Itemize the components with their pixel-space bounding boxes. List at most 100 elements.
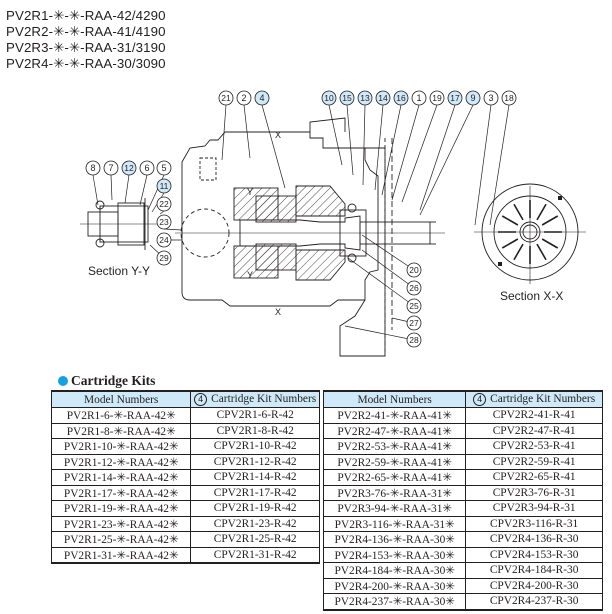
kit-number-cell: CPV2R1-17-R-42 <box>190 484 320 501</box>
kit-number-cell: CPV2R1-14-R-42 <box>190 469 320 486</box>
leader-line <box>243 104 251 159</box>
callout-23: 23 <box>156 214 183 231</box>
kit-number-cell: CPV2R1-31-R-42 <box>190 546 320 564</box>
cut-y-bottom: Y <box>247 270 253 280</box>
callout-17: 17 <box>419 90 463 211</box>
callout-circle <box>103 160 119 176</box>
leader-line <box>362 104 366 186</box>
callout-number: 24 <box>159 235 169 245</box>
callout-circle <box>236 90 252 106</box>
callout-number: 12 <box>124 163 134 173</box>
kit-number-cell: CPV2R4-200-R-30 <box>465 577 603 594</box>
callout-number: 29 <box>159 253 169 263</box>
table-row: PV2R1-10-✳-RAA-42✳CPV2R1-10-R-42 <box>50 438 320 455</box>
callout-16: 16 <box>381 90 409 196</box>
callout-number: 21 <box>221 93 231 103</box>
callout-9: 9 <box>419 90 481 216</box>
model-line: PV2R4-✳-✳-RAA-30/3090 <box>6 56 166 71</box>
callout-circle <box>393 90 409 106</box>
callout-number: 6 <box>144 163 149 173</box>
callout-circle <box>218 90 234 106</box>
callout-15: 15 <box>339 90 355 176</box>
kit-number-cell: CPV2R1-12-R-42 <box>190 453 320 470</box>
callout-12: 12 <box>121 160 137 204</box>
callout-19: 19 <box>401 90 445 203</box>
callout-number: 15 <box>342 93 352 103</box>
leader-line <box>346 104 354 176</box>
model-number-cell: PV2R4-153-✳-RAA-30✳ <box>322 546 467 563</box>
leader-line <box>374 104 384 191</box>
kit-number-cell: CPV2R2-53-R-41 <box>465 438 603 455</box>
callout-10: 10 <box>321 90 343 166</box>
xx-marker-square <box>558 196 562 200</box>
callout-circle <box>139 160 155 176</box>
vane-line <box>541 215 559 226</box>
callout-number: 28 <box>409 335 419 345</box>
leader-line <box>328 104 343 166</box>
callout-7: 7 <box>103 160 119 201</box>
callout-circle <box>406 315 422 331</box>
model-number-cell: PV2R4-237-✳-RAA-30✳ <box>322 593 467 611</box>
kit-number-cell: CPV2R1-23-R-42 <box>190 515 320 532</box>
callout-18: 18 <box>489 90 517 226</box>
kit-number-cell: CPV2R2-59-R-41 <box>465 453 603 470</box>
kit-number-cell: CPV2R1-19-R-42 <box>190 500 320 517</box>
kit-number-cell: CPV2R3-116-R-31 <box>465 515 603 532</box>
model-line: PV2R1-✳-✳-RAA-42/4290 <box>6 8 166 23</box>
table-row: PV2R4-153-✳-RAA-30✳CPV2R4-153-R-30 <box>322 546 603 563</box>
kit-number-cell: CPV2R3-76-R-31 <box>465 484 603 501</box>
bullet-icon <box>58 376 68 386</box>
col-header-model: Model Numbers <box>322 390 467 408</box>
callout-20: 20 <box>361 234 422 278</box>
callout-3: 3 <box>474 90 499 226</box>
table-row: PV2R3-76-✳-RAA-31✳CPV2R3-76-R-31 <box>322 484 603 501</box>
callout-number: 10 <box>324 93 334 103</box>
callout-number: 22 <box>159 199 169 209</box>
leader-line <box>391 104 420 201</box>
callout-24: 24 <box>156 232 182 248</box>
callout-number: 13 <box>360 93 370 103</box>
leader-line <box>124 174 130 204</box>
callout-number: 7 <box>108 163 113 173</box>
callout-25: 25 <box>347 257 422 314</box>
model-number-cell: PV2R1-6-✳-RAA-42✳ <box>50 407 192 424</box>
leader-line <box>344 325 415 341</box>
table-row: PV2R1-23-✳-RAA-42✳CPV2R1-23-R-42 <box>50 515 320 532</box>
kit-number-cell: CPV2R4-184-R-30 <box>465 562 603 579</box>
model-number-cell: PV2R1-25-✳-RAA-42✳ <box>50 531 192 548</box>
main-pump-body <box>175 117 445 357</box>
cartridge-kits-title: Cartridge Kits <box>58 373 155 389</box>
model-number-cell: PV2R1-10-✳-RAA-42✳ <box>50 438 192 455</box>
table-row: PV2R1-31-✳-RAA-42✳CPV2R1-31-R-42 <box>50 546 320 564</box>
callout-21: 21 <box>218 90 234 161</box>
model-number-cell: PV2R3-94-✳-RAA-31✳ <box>322 500 467 517</box>
callout-number: 18 <box>504 93 514 103</box>
model-number-cell: PV2R2-41-✳-RAA-41✳ <box>322 407 467 424</box>
kit-number-cell: CPV2R1-10-R-42 <box>190 438 320 455</box>
model-number-cell: PV2R1-12-✳-RAA-42✳ <box>50 453 192 470</box>
callout-8: 8 <box>85 160 101 206</box>
leader-line <box>159 210 165 215</box>
model-number-cell: PV2R2-59-✳-RAA-41✳ <box>322 453 467 470</box>
callout-27: 27 <box>391 315 422 331</box>
table-row: PV2R1-8-✳-RAA-42✳CPV2R1-8-R-42 <box>50 422 320 439</box>
callout-circle <box>375 90 391 106</box>
callout-number: 1 <box>416 93 421 103</box>
callout-circle <box>406 262 422 278</box>
model-number-cell: PV2R2-53-✳-RAA-41✳ <box>322 438 467 455</box>
callout-22: 22 <box>156 196 172 215</box>
model-number-cell: PV2R3-116-✳-RAA-31✳ <box>322 515 467 532</box>
callout-number: 19 <box>432 93 442 103</box>
cut-x-top: X <box>275 130 281 140</box>
table-row: PV2R2-47-✳-RAA-41✳CPV2R2-47-R-41 <box>322 422 603 439</box>
table-row: PV2R2-65-✳-RAA-41✳CPV2R2-65-R-41 <box>322 469 603 486</box>
part-4-marker: 4 <box>194 393 208 406</box>
part-4-marker: 4 <box>473 393 487 406</box>
callout-circle <box>406 298 422 314</box>
vane-line <box>513 203 524 221</box>
kit-number-cell: CPV2R1-25-R-42 <box>190 531 320 548</box>
section-xx-drawing <box>474 183 586 284</box>
model-number-cell: PV2R3-76-✳-RAA-31✳ <box>322 484 467 501</box>
